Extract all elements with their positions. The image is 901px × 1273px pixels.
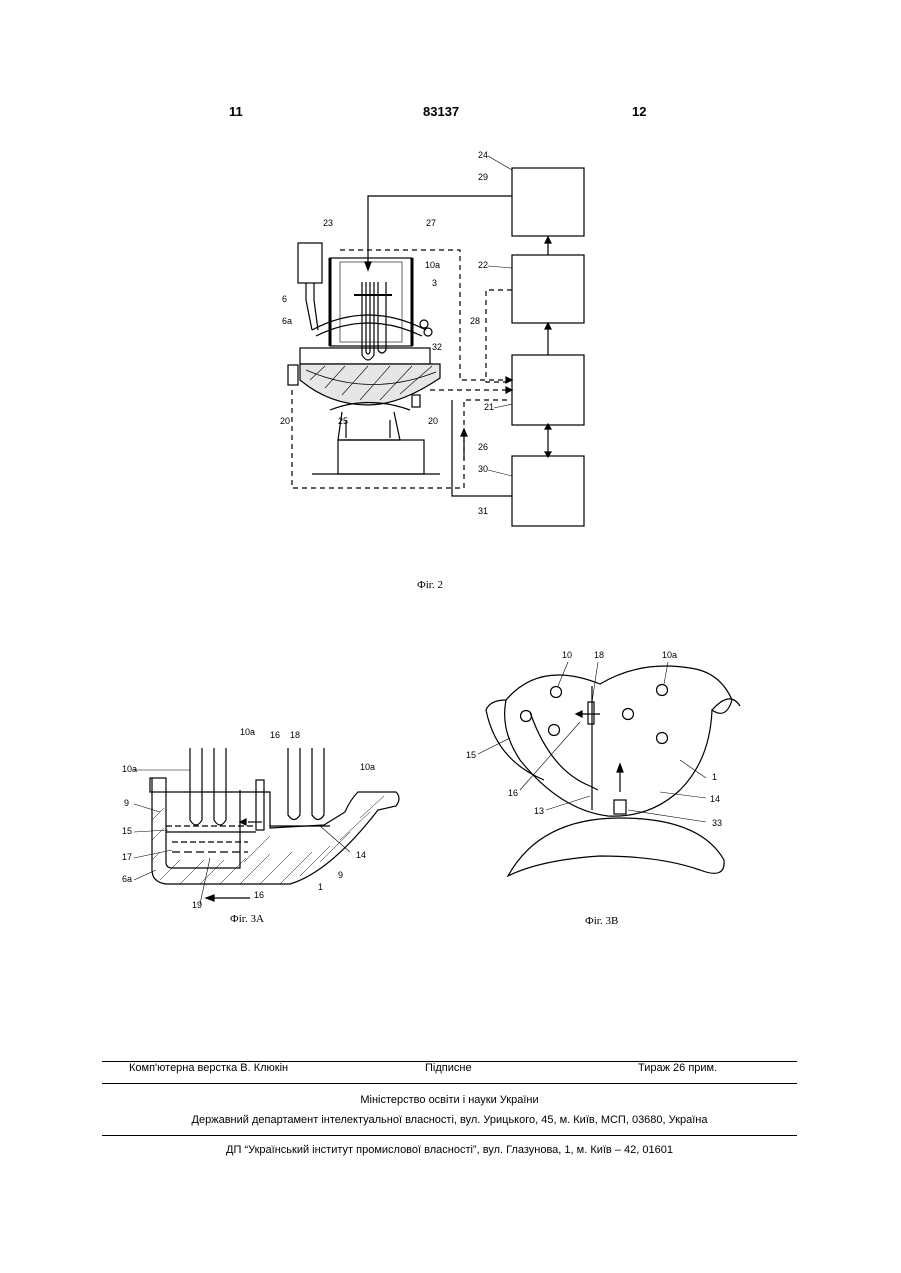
imprint-rule-bottom bbox=[102, 1135, 797, 1136]
fig3b-ref-label: 33 bbox=[712, 818, 722, 828]
block-22 bbox=[512, 255, 584, 323]
fig3a-ref-label: 9 bbox=[338, 870, 343, 880]
fig3b-ref-label: 10a bbox=[662, 650, 677, 660]
fig2-ref-label: 20 bbox=[280, 416, 290, 426]
fig3b-ref-label: 18 bbox=[594, 650, 604, 660]
fig2-ref-label: 3 bbox=[432, 278, 437, 288]
imprint-circulation: Тираж 26 прим. bbox=[638, 1062, 717, 1074]
fig3b-ref-label: 15 bbox=[466, 750, 476, 760]
figure-3b-caption: Фіг. 3B bbox=[585, 915, 618, 927]
fig2-ref-label: 20 bbox=[428, 416, 438, 426]
fig3a-ref-label: 18 bbox=[290, 730, 300, 740]
fig2-ref-label: 27 bbox=[426, 218, 436, 228]
block-21 bbox=[512, 355, 584, 425]
fig2-ref-label: 31 bbox=[478, 506, 488, 516]
fig2-ref-label: 28 bbox=[470, 316, 480, 326]
block-24 bbox=[512, 168, 584, 236]
imprint-rule-middle bbox=[102, 1083, 797, 1084]
fig2-ref-label: 21 bbox=[484, 402, 494, 412]
fig3a-ref-label: 6a bbox=[122, 874, 132, 884]
fig3a-ref-label: 1 bbox=[318, 882, 323, 892]
fig3a-ref-label: 16 bbox=[254, 890, 264, 900]
fig3b-ref-label: 1 bbox=[712, 772, 717, 782]
fig3a-ref-label: 10a bbox=[360, 762, 375, 772]
imprint-institute: ДП “Український інститут промислової вла… bbox=[102, 1144, 797, 1156]
fig3a-ref-label: 19 bbox=[192, 900, 202, 910]
fig3a-ref-label: 14 bbox=[356, 850, 366, 860]
fig2-ref-label: 22 bbox=[478, 260, 488, 270]
fig2-ref-label: 10a bbox=[425, 260, 440, 270]
fig3a-ref-label: 10a bbox=[240, 727, 255, 737]
imprint-department: Державний департамент інтелектуальної вл… bbox=[102, 1114, 797, 1126]
fig3b-ref-label: 16 bbox=[508, 788, 518, 798]
figure-2-caption: Фіг. 2 bbox=[417, 579, 443, 591]
fig3a-ref-label: 10a bbox=[122, 764, 137, 774]
fig2-ref-label: 24 bbox=[478, 150, 488, 160]
fig3a-labels: 10a 16 18 10a 10a 9 15 17 6a 19 14 9 1 1… bbox=[122, 727, 375, 910]
fig3a-ref-label: 15 bbox=[122, 826, 132, 836]
fig2-ref-label: 29 bbox=[478, 172, 488, 182]
fig2-ref-label: 6a bbox=[282, 316, 292, 326]
fig3a-ref-label: 16 bbox=[270, 730, 280, 740]
fig3b-labels: 10 18 10a 15 1 16 13 14 33 bbox=[466, 650, 722, 828]
fig2-ref-label: 6 bbox=[282, 294, 287, 304]
fig3b-ref-label: 10 bbox=[562, 650, 572, 660]
fig3a-ref-label: 9 bbox=[124, 798, 129, 808]
fig3a-ref-label: 17 bbox=[122, 852, 132, 862]
imprint-signed: Підписне bbox=[425, 1062, 472, 1074]
fig2-ref-label: 32 bbox=[432, 342, 442, 352]
fig2-ref-label: 26 bbox=[478, 442, 488, 452]
fig3b-ref-label: 13 bbox=[534, 806, 544, 816]
imprint-layout-credit: Комп'ютерна верстка В. Клюкін bbox=[129, 1062, 288, 1074]
figure-2-drawing: 24 29 23 27 22 10a 3 6 6a 28 32 21 20 25… bbox=[0, 0, 901, 620]
fig2-ref-label: 23 bbox=[323, 218, 333, 228]
fig2-labels: 24 29 23 27 22 10a 3 6 6a 28 32 21 20 25… bbox=[280, 150, 494, 516]
block-30 bbox=[512, 456, 584, 526]
fig2-ref-label: 30 bbox=[478, 464, 488, 474]
figure-3a-caption: Фіг. 3A bbox=[230, 913, 264, 925]
fig2-ref-label: 25 bbox=[338, 416, 348, 426]
imprint-ministry: Міністерство освіти і науки України bbox=[102, 1094, 797, 1106]
fig3b-ref-label: 14 bbox=[710, 794, 720, 804]
